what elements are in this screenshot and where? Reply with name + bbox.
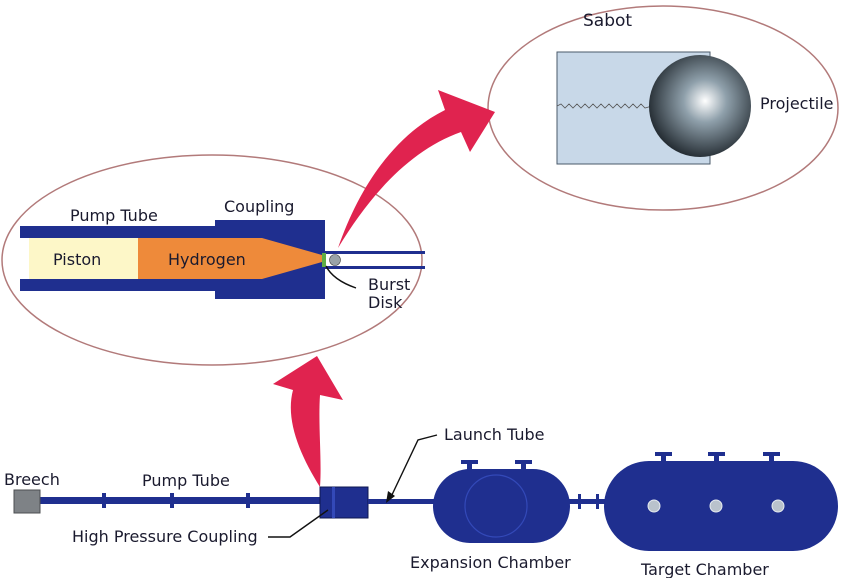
pump-tube-joint-1 <box>102 493 106 508</box>
pump-tube-joint-3 <box>246 493 250 508</box>
target-window-3 <box>771 499 785 513</box>
launch-tube-upper-wall <box>325 251 425 254</box>
chamber-connector-flange-2 <box>596 494 599 509</box>
red-arrow-to-sabot <box>338 90 495 248</box>
piston-label: Piston <box>53 250 101 269</box>
high-pressure-coupling-leader <box>268 509 329 538</box>
expansion-port-1-cap <box>461 460 478 464</box>
disk-label: Disk <box>368 293 403 312</box>
target-port-2-cap <box>708 452 725 456</box>
expansion-port-2-stem <box>521 463 526 470</box>
expansion-chamber-label: Expansion Chamber <box>410 553 571 572</box>
high-pressure-coupling-label: High Pressure Coupling <box>72 527 258 546</box>
coupling-callout-ellipse <box>1 154 423 366</box>
chamber-connector-flange-1 <box>578 494 581 509</box>
expansion-port-2-cap <box>515 460 532 464</box>
projectile-sphere <box>649 55 751 157</box>
launch-tube-label: Launch Tube <box>444 425 545 444</box>
piston <box>29 238 138 279</box>
target-port-1-cap <box>655 452 672 456</box>
red-arrow-to-coupling <box>273 356 343 487</box>
burst-label: Burst <box>368 275 410 294</box>
pump-tube-lower-wall <box>20 279 216 291</box>
target-window-1 <box>647 499 661 513</box>
sabot-callout: Sabot Projectile <box>487 5 839 211</box>
launch-tube-lower-wall <box>325 266 425 269</box>
expansion-port-1-stem <box>467 463 472 470</box>
coupling-label: Coupling <box>224 197 294 216</box>
hydrogen-label: Hydrogen <box>168 250 246 269</box>
pump-tube-upper-wall <box>20 226 216 238</box>
high-pressure-coupling <box>319 486 369 519</box>
projectile-label: Projectile <box>760 94 833 113</box>
coupling-callout: Pump Tube Coupling Piston Hydrogen Burst… <box>1 154 425 366</box>
sabot-label: Sabot <box>583 11 632 31</box>
gun-assembly <box>13 452 838 551</box>
chamber-connector <box>569 499 605 504</box>
launch-tube <box>368 499 434 504</box>
high-pressure-coupling-flange <box>332 487 335 518</box>
pump-tube-joint-2 <box>170 493 174 508</box>
breech-label: Breech <box>4 470 60 489</box>
sabot-callout-ellipse <box>487 5 839 211</box>
target-chamber-label: Target Chamber <box>640 560 769 578</box>
expansion-chamber <box>433 469 570 543</box>
target-port-2-stem <box>714 455 719 462</box>
pump-tube-detail-label: Pump Tube <box>70 206 158 225</box>
target-window-2 <box>709 499 723 513</box>
hydrogen-gas <box>138 238 322 279</box>
breech-block <box>13 489 41 514</box>
burst-disk <box>322 253 326 267</box>
target-port-3-stem <box>769 455 774 462</box>
sabot-split-line <box>556 103 653 109</box>
expansion-chamber-window <box>464 474 528 538</box>
target-port-3-cap <box>763 452 780 456</box>
pump-tube <box>40 497 322 504</box>
pump-tube-label: Pump Tube <box>142 471 230 490</box>
target-port-1-stem <box>661 455 666 462</box>
launch-tube-leader <box>389 434 438 500</box>
burst-disk-leader <box>325 265 357 289</box>
detail-projectile <box>329 254 341 266</box>
launch-tube-leader-arrowhead <box>386 491 395 503</box>
